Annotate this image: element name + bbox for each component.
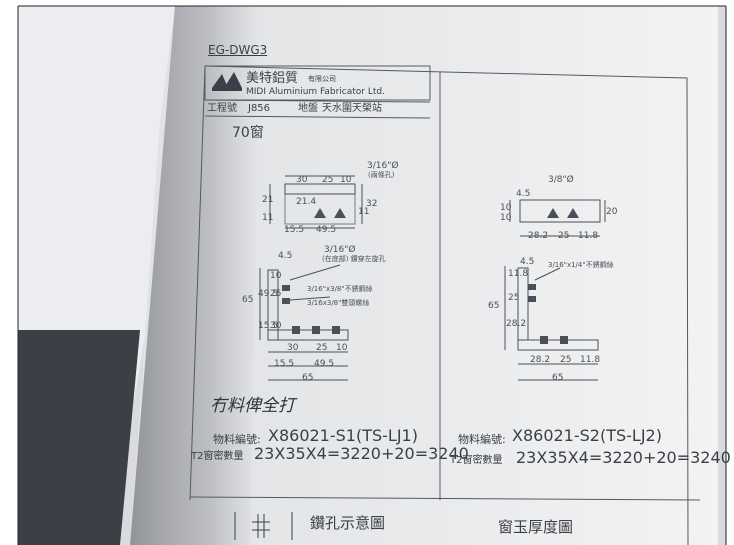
drawing-frame bbox=[189, 65, 701, 545]
company-logo bbox=[212, 72, 242, 91]
paper-shadow bbox=[130, 6, 260, 545]
right-side-dim-2: 25 bbox=[508, 293, 520, 303]
left-total: 65 bbox=[302, 373, 314, 383]
bottom-row-1: 30 bbox=[287, 343, 299, 353]
bottom-row-3: 10 bbox=[336, 343, 348, 353]
company-name-cn: 美特鋁質 bbox=[246, 71, 299, 86]
right-qty-label: T2窗密數量 bbox=[450, 455, 503, 466]
dark-surface bbox=[18, 330, 140, 545]
side-dim-1: 10 bbox=[270, 271, 282, 281]
site-label: 地盤 bbox=[298, 103, 318, 114]
side-top: 4.5 bbox=[278, 251, 293, 261]
left-detail-lines bbox=[259, 175, 363, 381]
bolt-note-1: 3/16"x3/8"不銹鋼絲 bbox=[307, 285, 373, 293]
left-qty-formula: 23X35X4=3220+20=3240 bbox=[254, 444, 469, 463]
right-bottom-3: 11.8 bbox=[578, 231, 599, 241]
footer-right-title: 窗玉厚度圖 bbox=[498, 518, 574, 536]
left-qty-label: T2窗密數量 bbox=[191, 451, 244, 462]
right-row-1: 28.2 bbox=[530, 355, 551, 365]
drawing-number: EG-DWG3 bbox=[208, 43, 268, 57]
right-material-no: X86021-S2(TS-LJ2) bbox=[512, 426, 662, 445]
dim-left-1: 11 bbox=[262, 213, 274, 223]
left-material-no: X86021-S1(TS-LJ1) bbox=[268, 426, 418, 445]
dim-mid: 21.4 bbox=[296, 197, 317, 207]
dim-bottom-1: 15.5 bbox=[284, 225, 305, 235]
handwritten-note: 冇料俾全打 bbox=[210, 396, 295, 416]
side-dim-4: 65 bbox=[242, 295, 254, 305]
right-left-dim-2: 10 bbox=[500, 213, 512, 223]
right-qty-formula: 23X35X4=3220+20=3240 bbox=[516, 448, 731, 467]
callout-1: 3/16"Ø bbox=[367, 161, 399, 171]
dim-right-1: 11 bbox=[358, 207, 370, 217]
project-label: 工程號 bbox=[207, 103, 237, 114]
dim-top-3: 10 bbox=[340, 175, 352, 185]
callout-2-note: (在底部) 鑽穿左旋孔 bbox=[322, 255, 386, 263]
right-total: 65 bbox=[552, 373, 564, 383]
right-bolt-note: 3/16"x1/4"不銹鋼絲 bbox=[548, 261, 614, 269]
right-callout: 3/8"Ø bbox=[548, 175, 574, 185]
right-material-label: 物料編號: bbox=[458, 433, 506, 446]
site-name: 天水圍天榮站 bbox=[322, 103, 382, 114]
bottom-row2-1: 15.5 bbox=[274, 359, 295, 369]
right-left-dim-1: 10 bbox=[500, 203, 512, 213]
side-dim-6: 30 bbox=[270, 321, 282, 331]
dim-left-2: 21 bbox=[262, 195, 274, 205]
dim-right-2: 32 bbox=[366, 199, 378, 209]
right-holes bbox=[528, 208, 579, 344]
side-dim-2: 25 bbox=[270, 289, 282, 299]
dim-top-2: 25 bbox=[322, 175, 334, 185]
dim-bottom-2: 49.5 bbox=[316, 225, 337, 235]
footer-drill-icon bbox=[234, 512, 293, 540]
dim-top-1: 30 bbox=[296, 175, 308, 185]
bottom-row2-2: 49.5 bbox=[314, 359, 335, 369]
window-type: 70窗 bbox=[232, 125, 264, 141]
right-side-dim-4: 28.2 bbox=[506, 319, 527, 329]
right-side-dim-1: 11.8 bbox=[508, 269, 529, 279]
callout-2: 3/16"Ø bbox=[324, 245, 356, 255]
drawing-paper bbox=[130, 6, 718, 545]
right-detail-lines bbox=[504, 199, 606, 381]
left-holes bbox=[282, 208, 346, 334]
right-side-top-2: 4.5 bbox=[520, 257, 535, 267]
right-right-dim: 20 bbox=[606, 207, 618, 217]
right-bottom-1: 28.2 bbox=[528, 231, 549, 241]
company-name-en: MIDI Aluminium Fabricator Ltd. bbox=[246, 87, 385, 97]
bottom-row-2: 25 bbox=[316, 343, 328, 353]
company-suffix: 有限公司 bbox=[308, 75, 336, 83]
right-bottom-2: 25 bbox=[558, 231, 570, 241]
right-side-dim-3: 65 bbox=[488, 301, 500, 311]
left-material-label: 物料編號: bbox=[213, 433, 261, 446]
side-dim-5: 15.5 bbox=[258, 321, 279, 331]
right-row-3: 11.8 bbox=[580, 355, 601, 365]
bolt-note-2: 3/16x3/8"雙頭螺絲 bbox=[307, 299, 370, 307]
right-row-2: 25 bbox=[560, 355, 572, 365]
footer-left-title: 鑽孔示意圖 bbox=[310, 514, 386, 532]
right-side-top: 4.5 bbox=[516, 189, 531, 199]
callout-1-note: (兩條孔) bbox=[368, 171, 395, 179]
project-number: J856 bbox=[248, 103, 271, 114]
side-dim-3: 49.5 bbox=[258, 289, 279, 299]
